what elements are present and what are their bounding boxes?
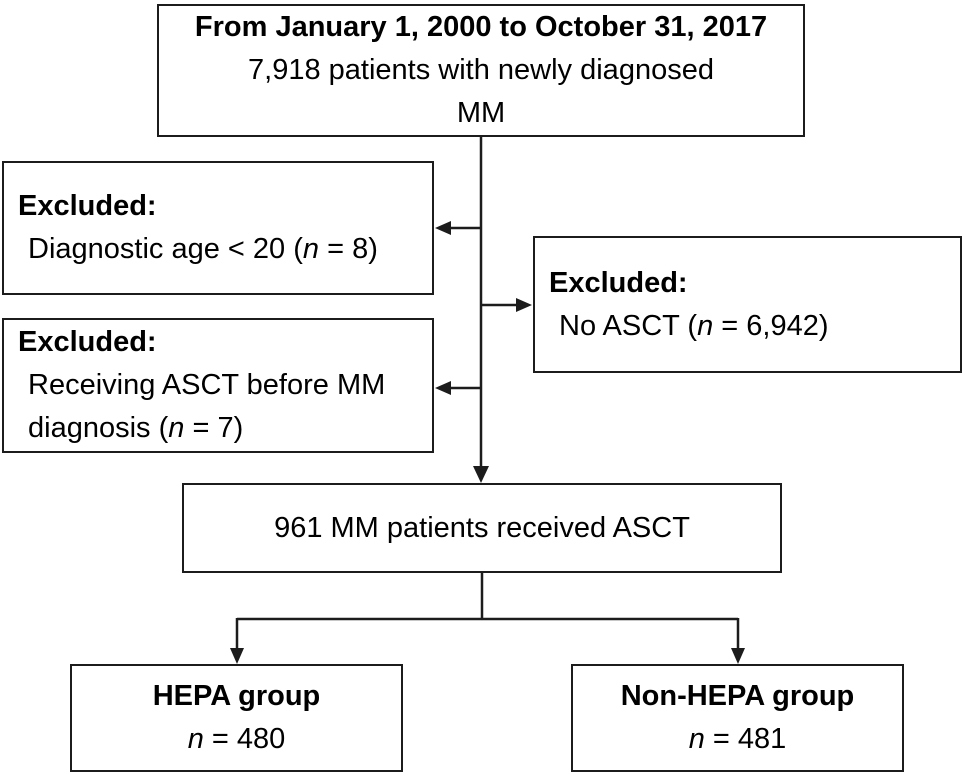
box-excluded-no-asct: Excluded: No ASCT (n = 6,942) (533, 236, 962, 373)
excluded-prior-asct-detail-line1: Receiving ASCT before MM (28, 369, 386, 401)
box-excluded-age: Excluded: Diagnostic age < 20 (n = 8) (2, 161, 434, 295)
excluded-no-asct-detail: No ASCT (n = 6,942) (559, 309, 829, 342)
excluded-prior-asct-detail-line2: diagnosis (n = 7) (28, 412, 244, 444)
excluded-age-detail: Diagnostic age < 20 (n = 8) (28, 233, 378, 265)
box-asct-recipients: 961 MM patients received ASCT (182, 483, 782, 573)
excluded-no-asct-title: Excluded: (549, 266, 688, 299)
excluded-age-title: Excluded: (18, 190, 157, 222)
box-non-hepa-group: Non-HEPA group n = 481 (571, 664, 904, 772)
box-excluded-prior-asct: Excluded: Receiving ASCT before MM diagn… (2, 318, 434, 453)
arrow-down-to-hepa-icon (230, 648, 244, 664)
arrow-right-to-excluded-no-asct-icon (516, 298, 532, 312)
asct-recipients-text: 961 MM patients received ASCT (274, 511, 690, 544)
enrollment-period-text: From January 1, 2000 to October 31, 2017 (194, 11, 768, 43)
hepa-group-count: n = 480 (187, 723, 286, 755)
hepa-group-title: HEPA group (152, 680, 321, 712)
enrollment-count-text-2: MM (456, 97, 506, 129)
excluded-prior-asct-title: Excluded: (18, 326, 157, 358)
arrow-down-to-non-hepa-icon (731, 648, 745, 664)
arrow-down-to-asct-box-icon (473, 466, 489, 483)
non-hepa-group-count: n = 481 (688, 723, 787, 755)
box-hepa-group: HEPA group n = 480 (70, 664, 403, 772)
arrow-left-to-excluded-prior-asct-icon (435, 381, 451, 395)
arrow-left-to-excluded-age-icon (435, 221, 451, 235)
non-hepa-group-title: Non-HEPA group (620, 680, 855, 712)
box-enrollment: From January 1, 2000 to October 31, 2017… (157, 4, 805, 137)
enrollment-count-text: 7,918 patients with newly diagnosed (248, 54, 714, 86)
